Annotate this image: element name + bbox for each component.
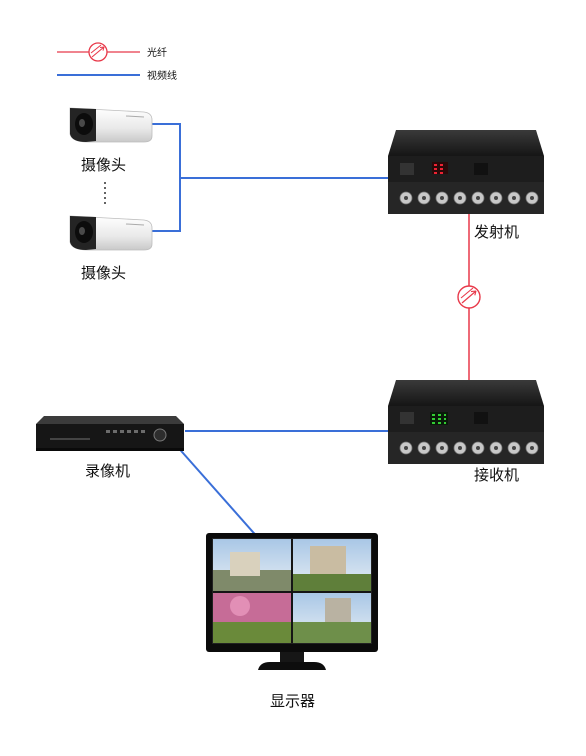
camera-top-icon: [69, 107, 153, 143]
recorder-device-icon: [36, 416, 184, 451]
camera-bottom-label: 摄像头: [81, 264, 127, 282]
fiber-symbol-icon: [88, 42, 108, 62]
edge-recorder-monitor: [174, 443, 269, 550]
edge-camera-top: [150, 123, 181, 178]
edge-camera-bottom: [150, 178, 181, 232]
receiver-device-icon: [388, 380, 544, 464]
camera-dots: [104, 182, 106, 204]
legend-video-label: 视频线: [147, 71, 177, 82]
camera-bottom-icon: [69, 215, 153, 251]
fiber-link-icon: [457, 285, 481, 309]
monitor-label: 显示器: [270, 692, 316, 710]
transmitter-label: 发射机: [474, 223, 520, 241]
legend: [57, 42, 140, 76]
transmitter-device-icon: [388, 130, 544, 214]
receiver-label: 接收机: [474, 466, 520, 484]
camera-top-label: 摄像头: [81, 156, 127, 174]
video-lines: [150, 123, 397, 550]
recorder-label: 录像机: [85, 462, 131, 480]
monitor-icon: [206, 533, 378, 670]
legend-fiber-label: 光纤: [147, 48, 167, 59]
